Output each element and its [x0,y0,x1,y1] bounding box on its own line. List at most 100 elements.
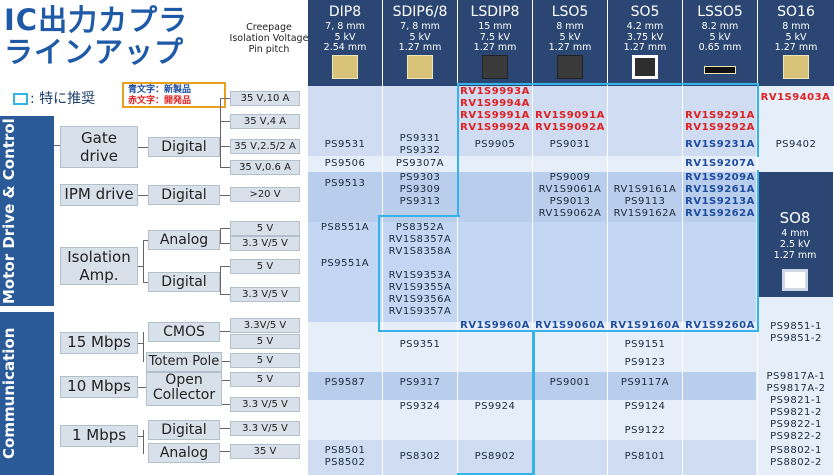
package-chip-icon [557,55,583,79]
condition-label: 3.3 V/5 V [230,397,300,412]
sub-open-collector: Open Collector [146,372,222,406]
condition-label: 3.3 V/5 V [230,236,300,251]
product-cell: PS9924 [474,401,516,412]
product-cell: RV1S9960A [460,320,530,331]
sub-digital-1m: Digital [148,420,220,440]
condition-label: 35 V,10 A [230,91,300,106]
product-cell: PS8551A [320,222,370,233]
product-cell: RV1S9207A [685,158,755,169]
product-cell: PS9513 [324,178,366,189]
condition-label: 35 V,0.6 A [230,160,300,175]
param-creepage: Creepage [246,22,292,33]
condition-label: 5 V [230,221,300,236]
product-cell: RV1S9231A [685,139,755,150]
sub-analog-iso: Analog [148,230,220,250]
product-cell: PS9031 [549,139,591,150]
product-cell: PS9123 [624,357,666,368]
category-ipm-drive: IPM drive [60,184,138,206]
condition-label: 3.3 V/5 V [230,287,300,302]
condition-label: 5 V [230,353,300,368]
condition-label: 35 V,2.5/2 A [230,139,300,154]
sub-analog-1m: Analog [148,443,220,463]
sub-cmos: CMOS [148,322,220,342]
highlight-square-icon [13,93,28,105]
product-cell: RV1S9160A [610,320,680,331]
product-cell: PS9122 [624,425,666,436]
sub-digital-ipm: Digital [148,185,220,205]
product-cell: PS9117A [620,377,670,388]
product-cell: PS9351 [399,339,441,350]
package-chip-icon [782,269,808,291]
condition-label: 35 V,4 A [230,114,300,129]
legend-color-key: 青文字：新製品 赤文字：開発品 [122,82,226,108]
legend-red-label: 赤文字：開発品 [128,96,192,106]
product-cell: PS9001 [549,377,591,388]
package-chip-icon [332,55,358,79]
product-cell: PS9307A [395,158,445,169]
product-cell: PS9124 [624,401,666,412]
condition-label: 5 V [230,334,300,349]
product-cell: PS8902 [474,451,516,462]
product-cell: PS9506 [324,158,366,169]
sub-totem-pole: Totem Pole [146,352,222,372]
category-10mbps: 10 Mbps [60,376,138,398]
legend-recommended: : 特に推奨 [13,88,95,108]
package-chip-icon [482,55,508,79]
category-gate-drive: Gate drive [60,126,138,168]
legend-recommended-label: : 特に推奨 [30,91,96,107]
param-labels: Creepage Isolation Voltage Pin pitch [226,22,312,55]
param-pitch: Pin pitch [248,44,290,55]
category-15mbps: 15 Mbps [60,332,138,354]
param-voltage: Isolation Voltage [229,33,309,44]
product-cell: PS9324 [399,401,441,412]
page-title: IC出力カプラ ラインアップ [4,3,189,69]
condition-label: 5 V [230,259,300,274]
product-cell: PS9551A [320,258,370,269]
condition-label: 35 V [230,444,300,459]
condition-label: 5 V [230,372,300,387]
product-cell: PS9905 [474,139,516,150]
product-cell: PS9402 [775,139,817,150]
product-cell: PS8101 [624,451,666,462]
section-communication: Communication [0,312,54,475]
condition-label: 3.3V/5 V [230,318,300,333]
sub-digital-gate: Digital [148,137,220,157]
category-1mbps: 1 Mbps [60,425,138,447]
section-motor: Motor Drive & Control [0,116,54,306]
package-chip-icon [704,66,736,74]
legend-blue-label: 青文字：新製品 [128,85,192,95]
category-isolation-amp: Isolation Amp. [60,247,138,285]
product-cell: RV1S9060A [535,320,605,331]
package-chip-icon [407,55,433,79]
product-cell: PS9587 [324,377,366,388]
product-cell: PS9317 [399,377,441,388]
condition-label: >20 V [230,187,300,202]
product-cell: PS8302 [399,451,441,462]
product-cell: PS9531 [324,139,366,150]
product-cell: RV1S9403A [760,92,831,103]
